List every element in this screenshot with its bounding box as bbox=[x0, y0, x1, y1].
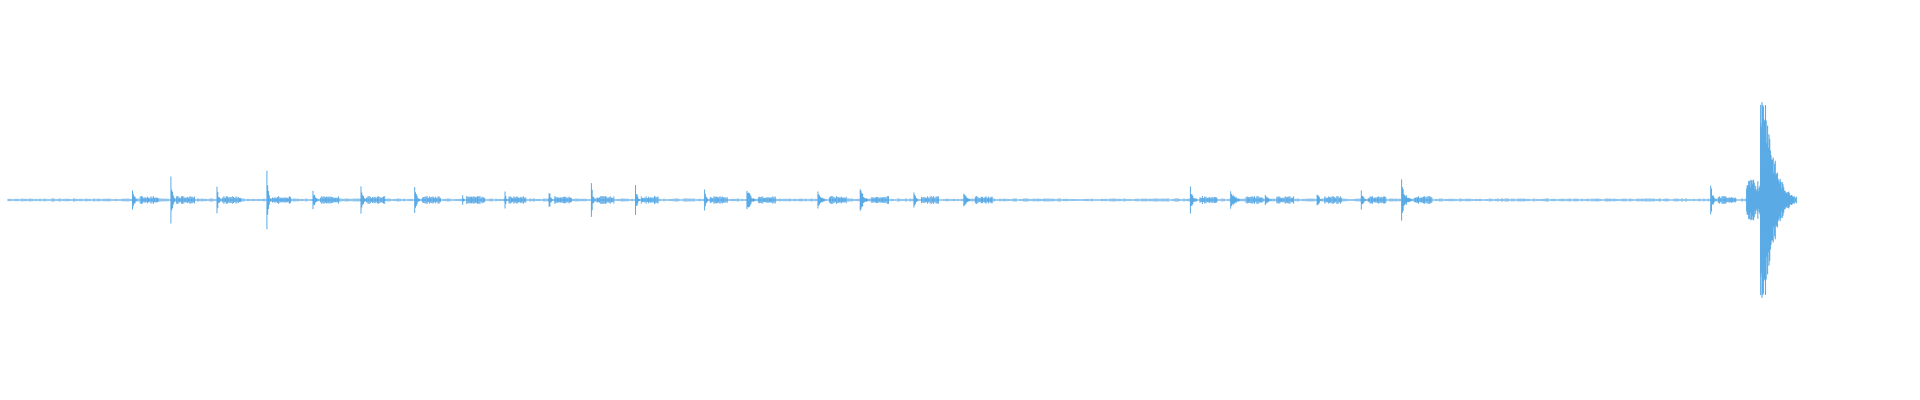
waveform-burst bbox=[746, 190, 776, 210]
waveform-burst bbox=[913, 192, 939, 208]
waveform-burst bbox=[132, 190, 159, 210]
waveform-burst bbox=[216, 186, 242, 214]
waveform-burst bbox=[360, 186, 386, 214]
waveform-burst bbox=[704, 189, 728, 211]
waveform-burst bbox=[266, 170, 292, 230]
waveform-burst bbox=[1360, 190, 1387, 210]
waveform-burst bbox=[504, 191, 527, 209]
waveform-burst bbox=[1230, 191, 1264, 209]
waveform-burst bbox=[548, 193, 573, 207]
waveform-burst bbox=[1189, 186, 1218, 214]
waveform-burst bbox=[1264, 194, 1295, 206]
waveform-burst bbox=[963, 193, 993, 207]
waveform-burst bbox=[170, 176, 196, 224]
waveform-burst bbox=[1316, 194, 1343, 206]
waveform-burst bbox=[414, 187, 441, 213]
waveform-burst bbox=[1401, 179, 1433, 221]
waveform-burst bbox=[1710, 185, 1736, 215]
waveform-peak-burst bbox=[1746, 102, 1795, 298]
waveform-burst bbox=[312, 190, 340, 210]
waveform-burst bbox=[635, 185, 659, 215]
waveform-burst bbox=[859, 189, 889, 211]
waveform-burst bbox=[590, 183, 615, 217]
waveform-burst bbox=[817, 191, 847, 209]
waveform-burst bbox=[462, 195, 486, 205]
waveform-noise bbox=[7, 198, 1785, 202]
